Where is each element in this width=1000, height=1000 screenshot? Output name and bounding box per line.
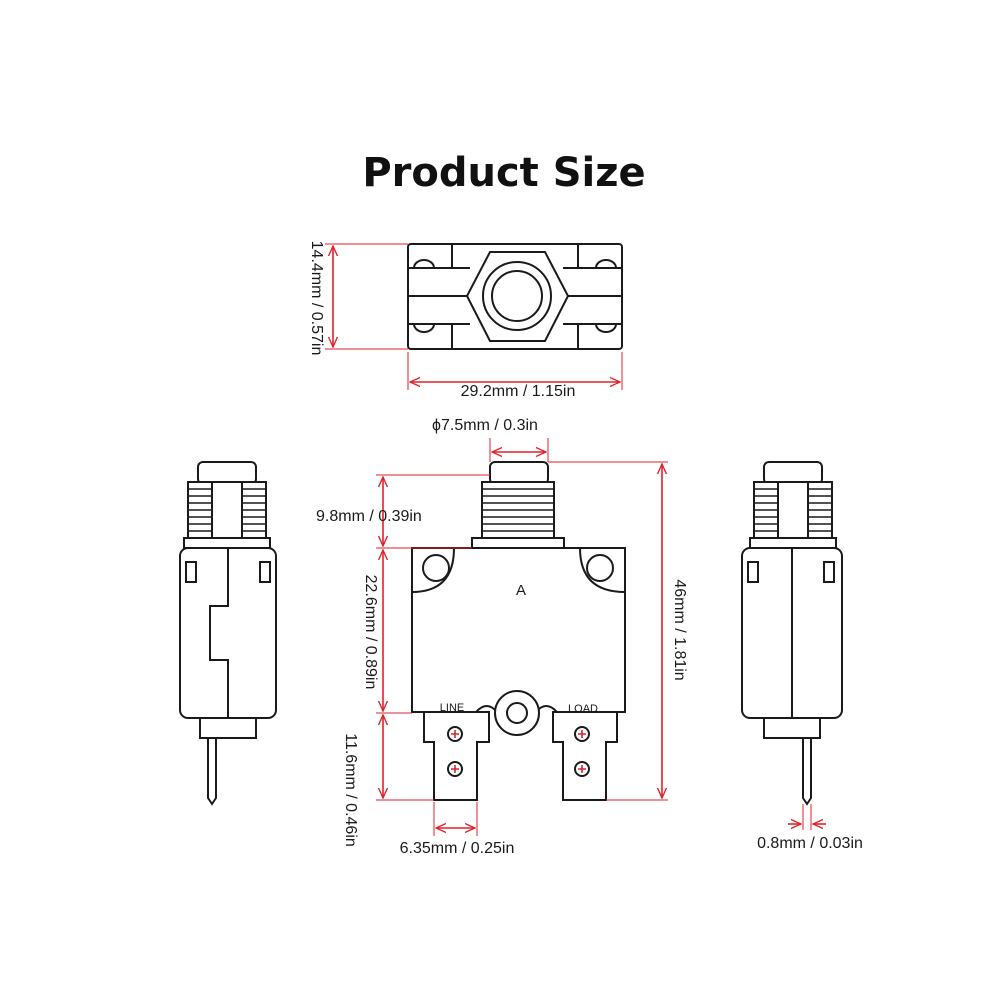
total-height-label: 46mm / 1.81in <box>671 579 688 680</box>
front-view <box>411 461 626 801</box>
terminal-width-label: 6.35mm / 0.25in <box>400 840 515 857</box>
right-side-view <box>741 461 843 806</box>
button-diameter-label: ϕ7.5mm / 0.3in <box>432 417 538 434</box>
width-top-label: 29.2mm / 1.15in <box>461 383 576 400</box>
rating-label: A <box>516 582 526 599</box>
body-height-label: 22.6mm / 0.89in <box>362 575 379 690</box>
top-view-dimensions <box>325 243 623 390</box>
page-title: Product Size <box>362 150 645 196</box>
left-side-view <box>179 461 277 806</box>
button-height-label: 9.8mm / 0.39in <box>316 508 422 525</box>
terminal-length-label: 11.6mm / 0.46in <box>342 733 359 847</box>
line-terminal-label: LINE <box>440 702 464 714</box>
height-top-label: 14.4mm / 0.57in <box>308 241 325 356</box>
top-view <box>407 243 623 350</box>
load-terminal-label: LOAD <box>568 703 598 715</box>
terminal-thickness-label: 0.8mm / 0.03in <box>757 835 863 852</box>
terminal-thickness-dimension <box>788 804 826 830</box>
front-view-dimensions <box>376 438 668 836</box>
